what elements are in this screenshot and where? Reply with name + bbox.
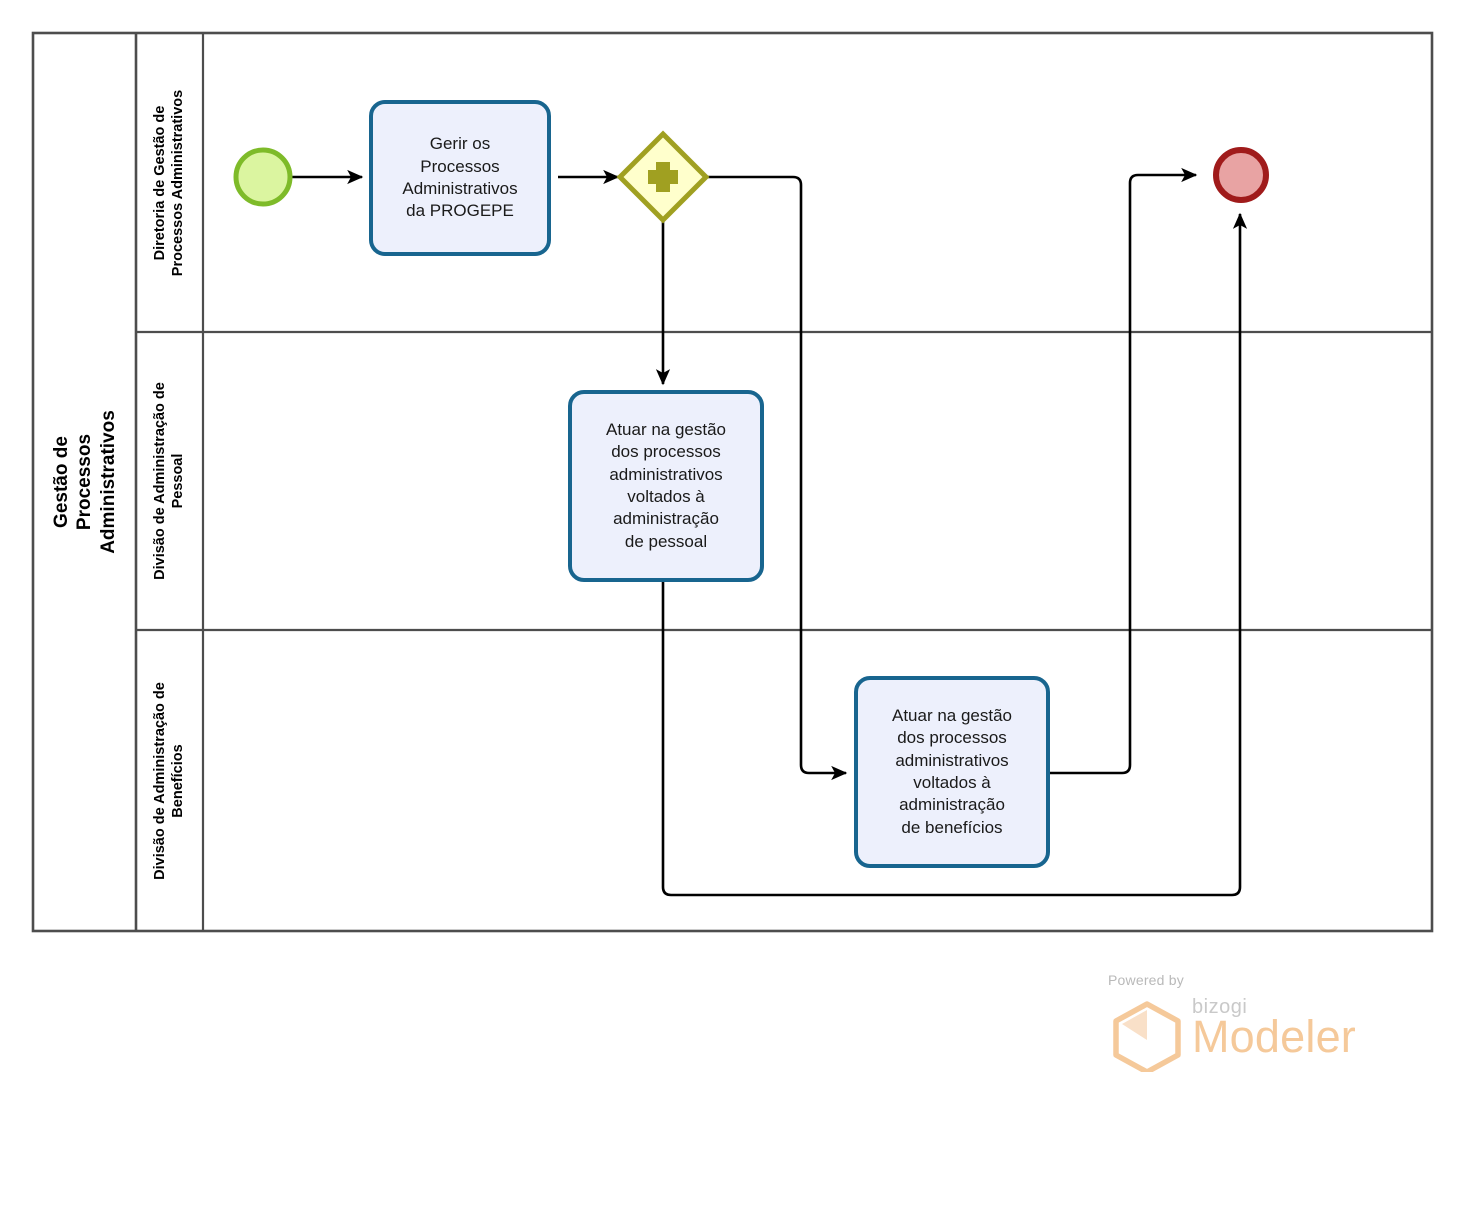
flow-beneficios-to-end (1040, 167, 1198, 775)
task-gerir-processos[interactable] (369, 100, 551, 256)
pool-title-container: Gestão de Processos Administrativos (33, 33, 136, 931)
lane-diretoria-header: Diretoria de Gestão de Processos Adminis… (136, 33, 203, 332)
task-atuar-beneficios[interactable] (854, 676, 1050, 868)
watermark-powered-by-label: Powered by (1108, 972, 1184, 988)
watermark-product-label: Modeler (1192, 1011, 1356, 1062)
end-event[interactable] (1213, 147, 1269, 203)
start-event[interactable] (233, 147, 293, 207)
bizagi-watermark: Powered by bizogi Modeler (1104, 972, 1364, 1072)
flow-pessoal-to-end (661, 212, 1248, 897)
parallel-gateway[interactable] (616, 130, 710, 224)
bizagi-logo-icon (1113, 1001, 1181, 1072)
lane-label-beneficios: Divisão de Administração de Benefícios (151, 681, 186, 880)
flow-gateway-to-beneficios (706, 175, 848, 781)
task-atuar-pessoal[interactable] (568, 390, 764, 582)
pool-title: Gestão de Processos Administrativos (50, 410, 119, 554)
lane-label-diretoria: Diretoria de Gestão de Processos Adminis… (151, 89, 186, 276)
lane-beneficios-header: Divisão de Administração de Benefícios (136, 630, 203, 931)
watermark-brand-label: bizogi (1192, 996, 1248, 1018)
lane-pessoal-header: Divisão de Administração de Pessoal (136, 332, 203, 630)
lane-label-pessoal: Divisão de Administração de Pessoal (151, 382, 186, 580)
